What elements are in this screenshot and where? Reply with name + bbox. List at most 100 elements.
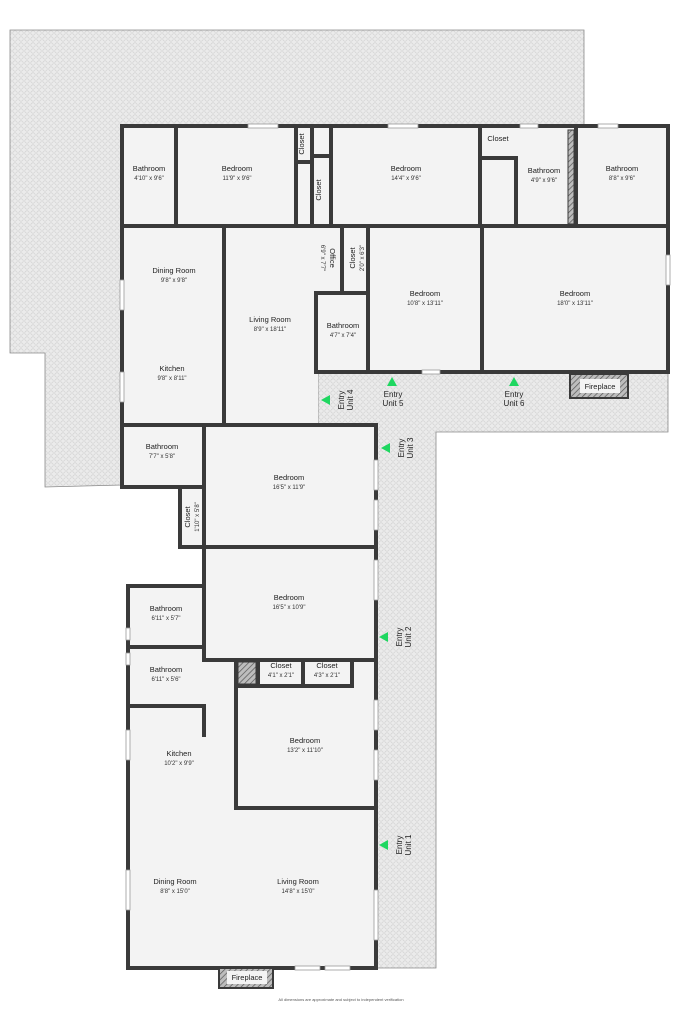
room-bath-c: Bathroom 8'8" x 9'6": [606, 164, 639, 182]
entry-arrow-icon: [381, 443, 390, 453]
room-name: Living Room: [277, 877, 319, 886]
fireplace-bottom: [218, 967, 274, 989]
room-name: Dining Room: [153, 877, 196, 886]
room-name: Bedroom: [391, 164, 421, 173]
room-dimensions: 14'8" x 15'0": [282, 889, 315, 895]
hatched-elements: [237, 129, 575, 685]
fireplace-top: [569, 373, 629, 399]
room-dimensions: 9'8" x 9'8": [161, 278, 187, 284]
entry-label: Entry: [337, 391, 346, 410]
fireplace-label: Fireplace: [585, 382, 616, 391]
room-closet-f: Closet 4'1" x 2'1": [268, 661, 294, 679]
room-closet-c: Closet: [487, 134, 509, 143]
entry-unit: Unit 4: [346, 389, 355, 410]
room-dimensions: 4'3" x 2'1": [314, 673, 340, 679]
room-name: Bedroom: [222, 164, 252, 173]
room-bath-d: Bathroom 4'7" x 7'4": [327, 321, 360, 339]
room-dimensions: 14'4" x 9'6": [391, 176, 421, 182]
room-dimensions: 10'2" x 9'9": [164, 761, 194, 767]
room-living-b: Living Room 14'8" x 15'0": [277, 877, 319, 895]
room-name: Bedroom: [410, 289, 440, 298]
entry-arrow-icon: [509, 377, 519, 386]
room-name: Bathroom: [150, 665, 183, 674]
room-dining-b: Dining Room 8'8" x 15'0": [153, 877, 196, 895]
entry-arrow-icon: [379, 632, 388, 642]
room-dimensions: 9'8" x 8'11": [157, 376, 186, 382]
room-closet-b: Closet: [314, 178, 323, 200]
room-name: Closet: [270, 661, 292, 670]
room-name: Closet: [316, 661, 338, 670]
room-bed-a: Bedroom 11'9" x 9'6": [222, 164, 252, 182]
fireplace-label: Fireplace: [232, 973, 263, 982]
room-dimensions: 8'8" x 9'6": [609, 176, 635, 182]
room-name: Bedroom: [560, 289, 590, 298]
room-closet-a: Closet: [297, 132, 306, 154]
entry-unit: Unit 3: [406, 437, 415, 458]
room-bath-g: Bathroom 6'11" x 5'6": [150, 665, 183, 683]
room-bath-a: Bathroom 4'10" x 9'6": [133, 164, 166, 182]
room-name: Kitchen: [159, 364, 184, 373]
room-name: Bedroom: [274, 593, 304, 602]
room-dining-a: Dining Room 9'8" x 9'8": [152, 266, 195, 284]
room-dimensions: 2'0" x 6'3": [360, 245, 366, 271]
room-kitchen-b: Kitchen 10'2" x 9'9": [164, 749, 194, 767]
room-dimensions: 8'8" x 15'0": [160, 889, 190, 895]
room-dimensions: 11'9" x 9'6": [222, 176, 251, 182]
floor-area: [122, 126, 668, 969]
room-name: Dining Room: [152, 266, 195, 275]
room-name: Kitchen: [166, 749, 191, 758]
room-dimensions: 1'10" x 5'8": [195, 502, 201, 532]
room-dimensions: 4'9" x 9'6": [531, 178, 557, 184]
room-name: Bathroom: [528, 166, 561, 175]
entry-unit: Unit 6: [504, 399, 525, 408]
room-dimensions: 18'0" x 13'11": [557, 301, 593, 307]
room-name: Bathroom: [606, 164, 639, 173]
room-name: Closet: [183, 505, 192, 527]
room-name: Closet: [314, 178, 323, 200]
room-bed-d: Bedroom 18'0" x 13'11": [557, 289, 593, 307]
room-name: Bathroom: [146, 442, 179, 451]
room-dimensions: 6'11" x 5'7": [151, 616, 180, 622]
entry-label: Entry: [395, 836, 404, 855]
entry-label: Entry: [505, 390, 524, 399]
room-dimensions: 4'1" x 2'1": [268, 673, 294, 679]
entry-unit: Unit 2: [404, 626, 413, 647]
room-bath-b: Bathroom 4'9" x 9'6": [528, 166, 561, 184]
room-dimensions: 16'5" x 11'9": [273, 485, 305, 491]
room-dimensions: 6'11" x 5'6": [151, 677, 180, 683]
room-dimensions: 10'8" x 13'11": [407, 301, 443, 307]
room-dimensions: 4'10" x 9'6": [134, 176, 164, 182]
room-name: Closet: [348, 246, 357, 268]
entry-arrow-icon: [379, 840, 388, 850]
entry-label: Entry: [395, 628, 404, 647]
room-name: Closet: [487, 134, 509, 143]
room-dimensions: 4'7" x 7'4": [330, 333, 356, 339]
room-bath-f: Bathroom 6'11" x 5'7": [150, 604, 183, 622]
room-name: Bathroom: [150, 604, 183, 613]
labels-layer: Bathroom 4'10" x 9'6" Bedroom 11'9" x 9'6" C…: [133, 132, 639, 1002]
room-closet-g: Closet 4'3" x 2'1": [314, 661, 340, 679]
room-name: Bathroom: [327, 321, 360, 330]
room-name: Bedroom: [274, 473, 304, 482]
room-name: Closet: [297, 132, 306, 154]
room-name: Office: [328, 248, 337, 267]
room-name: Bathroom: [133, 164, 166, 173]
entry-unit: Unit 1: [404, 834, 413, 855]
room-kitchen-a: Kitchen 9'8" x 8'11": [157, 364, 186, 382]
room-dimensions: 13'2" x 11'10": [287, 748, 323, 754]
room-bed-e: Bedroom 16'5" x 11'9": [273, 473, 305, 491]
entry-arrow-icon: [387, 377, 397, 386]
entry-label: Entry: [397, 439, 406, 458]
